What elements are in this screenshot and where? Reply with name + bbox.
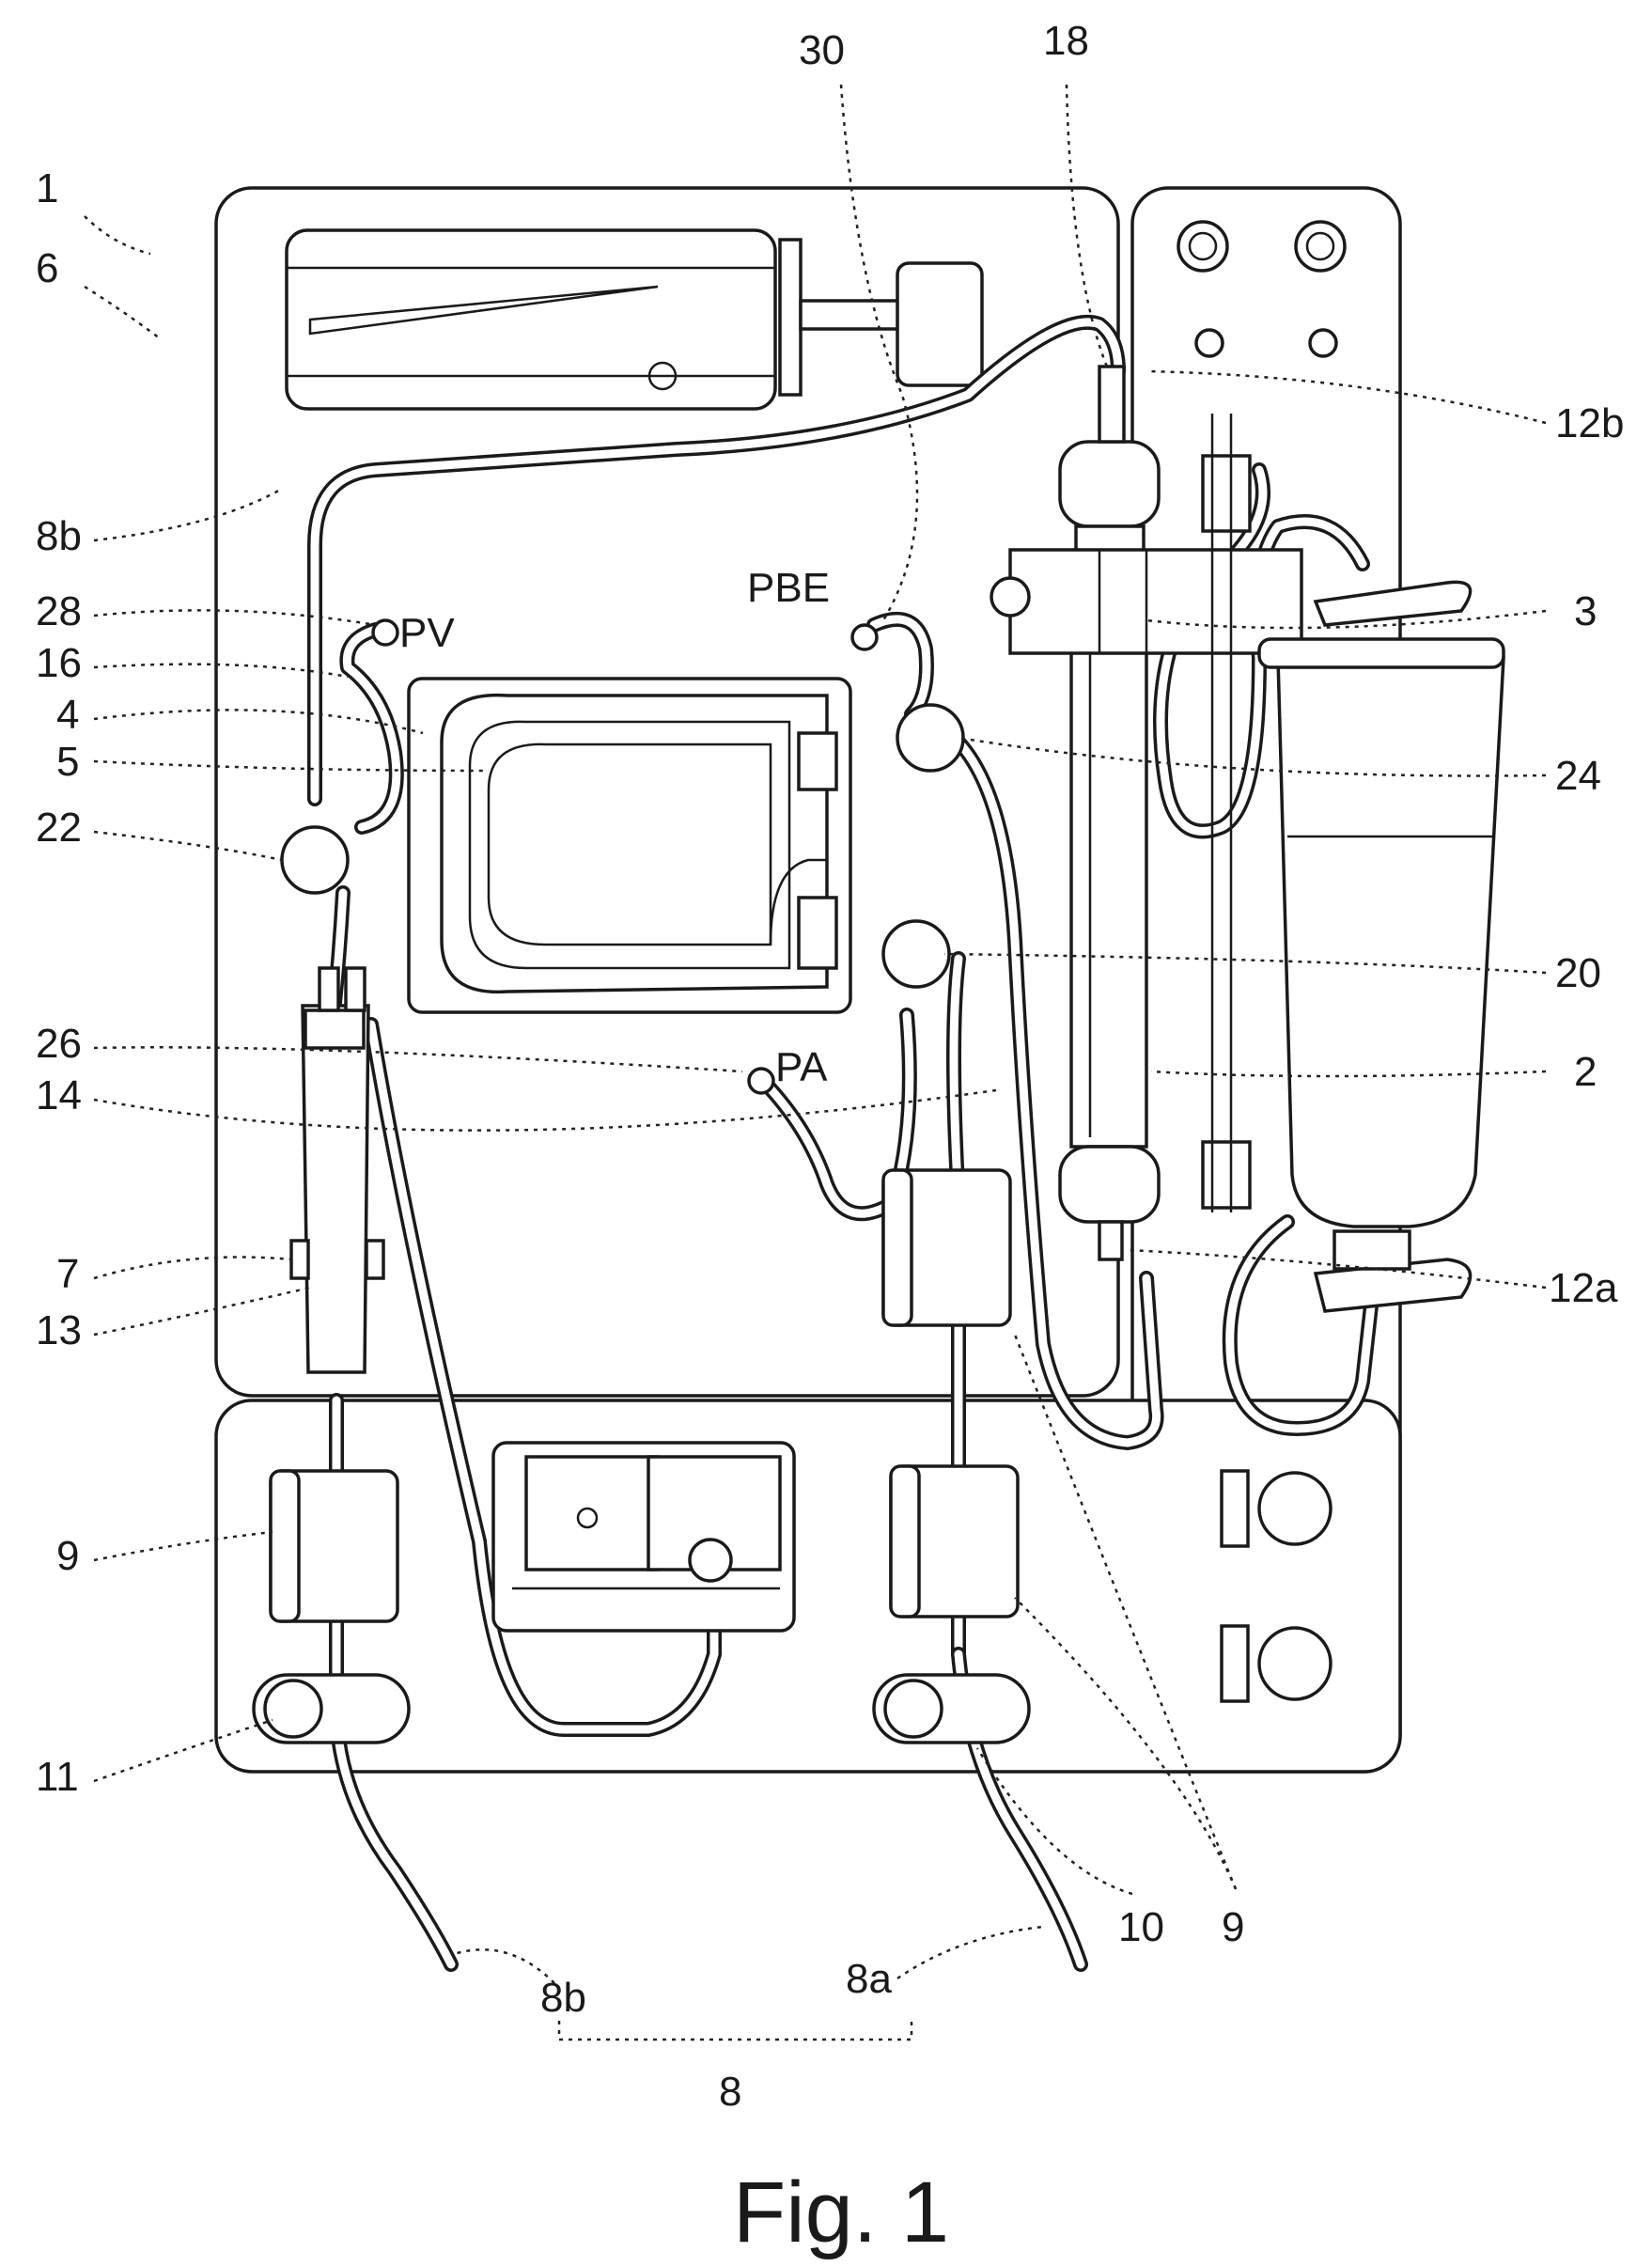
port-pv bbox=[373, 620, 397, 645]
label-26: 26 bbox=[36, 1021, 82, 1067]
port-pbe bbox=[852, 625, 877, 649]
label-16: 16 bbox=[36, 640, 82, 686]
label-8a: 8a bbox=[846, 1956, 892, 2002]
label-13: 13 bbox=[36, 1307, 82, 1353]
clamp-lower-left bbox=[271, 1471, 397, 1621]
label-8: 8 bbox=[719, 2069, 741, 2115]
junction-24 bbox=[897, 705, 963, 771]
figure-caption: Fig. 1 bbox=[733, 2165, 949, 2260]
side-connector-2 bbox=[1222, 1626, 1331, 1701]
side-connector-1 bbox=[1222, 1471, 1331, 1546]
label-12b: 12b bbox=[1555, 400, 1624, 446]
label-2: 2 bbox=[1574, 1049, 1597, 1095]
label-11: 11 bbox=[36, 1754, 79, 1800]
label-1: 1 bbox=[36, 165, 58, 211]
label-18: 18 bbox=[1043, 18, 1089, 64]
label-30: 30 bbox=[799, 27, 845, 73]
clamp-lower-right bbox=[891, 1466, 1018, 1617]
label-14: 14 bbox=[36, 1072, 82, 1118]
label-8b-bottom: 8b bbox=[540, 1975, 586, 2021]
label-4: 4 bbox=[56, 692, 79, 738]
label-22: 22 bbox=[36, 805, 82, 851]
label-6: 6 bbox=[36, 245, 58, 291]
label-7: 7 bbox=[56, 1251, 79, 1297]
air-detector-10 bbox=[874, 1675, 1029, 1743]
label-5: 5 bbox=[56, 739, 79, 785]
label-28: 28 bbox=[36, 588, 82, 634]
label-9-left: 9 bbox=[56, 1533, 79, 1579]
label-20: 20 bbox=[1555, 950, 1601, 996]
label-3: 3 bbox=[1574, 588, 1597, 634]
label-10: 10 bbox=[1118, 1904, 1164, 1950]
junction-22 bbox=[282, 827, 348, 893]
clamp-upper bbox=[883, 1170, 1010, 1325]
label-pv: PV bbox=[399, 610, 455, 656]
label-pbe: PBE bbox=[747, 565, 830, 611]
label-9-right: 9 bbox=[1222, 1904, 1244, 1950]
junction-20 bbox=[883, 921, 949, 987]
blood-pump bbox=[409, 679, 850, 1012]
label-12a: 12a bbox=[1549, 1265, 1618, 1311]
port-pa bbox=[749, 1069, 773, 1093]
label-24: 24 bbox=[1555, 753, 1601, 799]
label-pa: PA bbox=[775, 1044, 828, 1090]
heater-module bbox=[493, 1443, 794, 1631]
label-8b-top: 8b bbox=[36, 513, 82, 559]
air-detector-11 bbox=[254, 1675, 409, 1743]
